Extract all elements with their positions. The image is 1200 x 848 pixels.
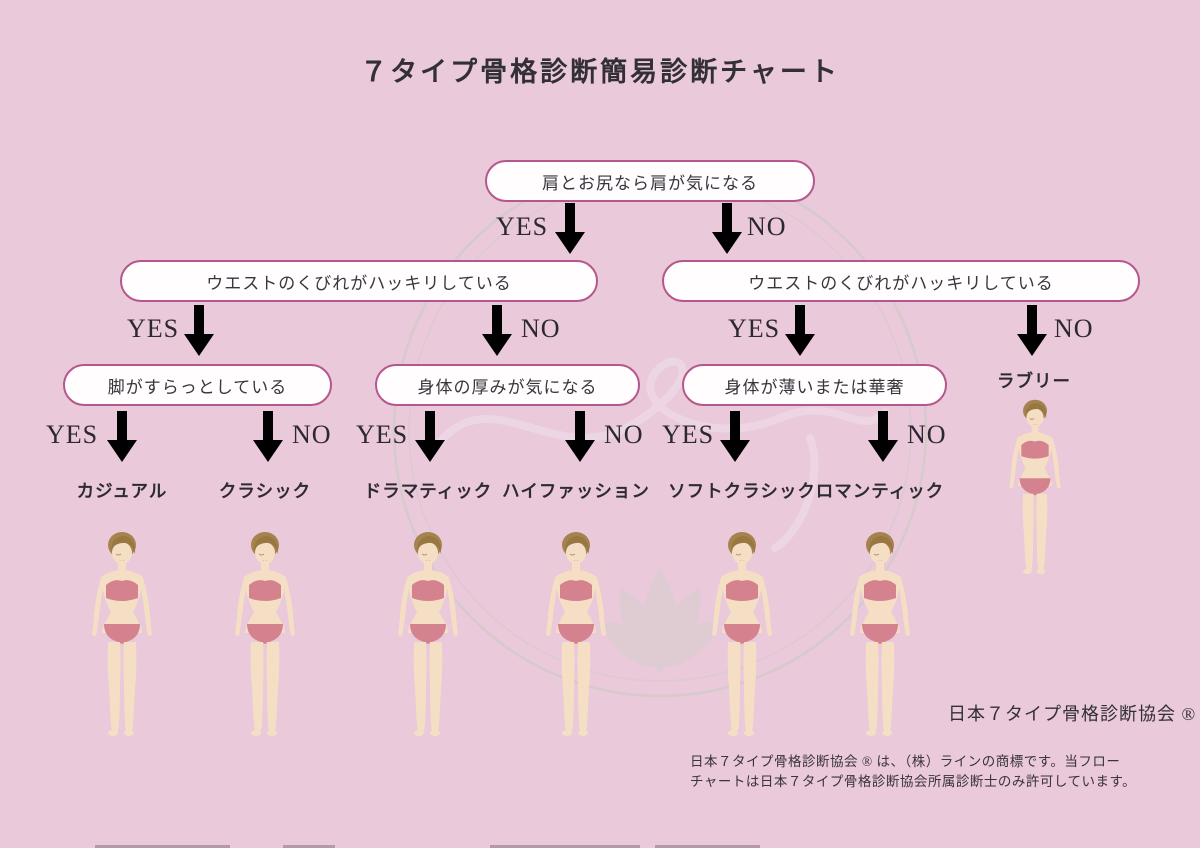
footnote-line-2: チャートは日本７タイプ骨格診断協会所属診断士のみ許可しています。 [690,773,1137,789]
body-figure-romantic [825,528,935,738]
question-box-q3-right: 身体が薄いまたは華奢 [682,364,947,406]
bottom-edge-mark [95,845,230,848]
question-box-q2-left: ウエストのくびれがハッキリしている [120,260,598,302]
trademark-footnote: 日本７タイプ骨格診断協会 ® は、（株）ラインの商標です。当フロー チャートは日… [690,752,1180,791]
association-credit: 日本７タイプ骨格診断協会 ® [948,704,1197,724]
no-label: NO [1054,314,1094,343]
question-box-q1: 肩とお尻なら肩が気になる [485,160,815,202]
body-figure-dramatic [373,528,483,738]
no-arrow-icon [1014,304,1050,358]
yes-label: YES [728,314,781,343]
question-box-q2-right: ウエストのくびれがハッキリしている [662,260,1140,302]
question-q3-middle-text: 身体の厚みが気になる [417,377,598,397]
question-q2-left-text: ウエストのくびれがハッキリしている [206,273,512,293]
question-q3-right-text: 身体が薄いまたは華奢 [724,377,905,397]
yes-arrow-icon [717,410,753,464]
question-q1-text: 肩とお尻なら肩が気になる [542,173,758,193]
no-arrow-icon [865,410,901,464]
yes-arrow-icon [552,202,588,256]
no-arrow-icon [709,202,745,256]
yes-arrow-icon [104,410,140,464]
yes-label: YES [662,420,715,449]
result-label-high-fashion: ハイファッション [502,481,650,501]
bottom-edge-mark [283,845,335,848]
yes-label: YES [46,420,99,449]
yes-label: YES [356,420,409,449]
no-label: NO [747,212,787,241]
result-label-soft-classic: ソフトクラシック [668,481,816,501]
no-label: NO [521,314,561,343]
body-figure-classic [210,528,320,738]
result-label-dramatic: ドラマティック [363,481,493,501]
result-label-classic: クラシック [218,481,312,501]
no-label: NO [907,420,947,449]
question-q2-right-text: ウエストのくびれがハッキリしている [748,273,1054,293]
body-figure-casual [67,528,177,738]
no-label: NO [292,420,332,449]
no-arrow-icon [562,410,598,464]
body-figure-lovely [988,396,1082,576]
no-label: NO [604,420,644,449]
bottom-edge-mark [655,845,760,848]
yes-label: YES [127,314,180,343]
result-label-romantic: ロマンティック [815,481,945,501]
result-label-lovely: ラブリー [997,371,1071,391]
no-arrow-icon [250,410,286,464]
yes-arrow-icon [412,410,448,464]
yes-arrow-icon [782,304,818,358]
body-figure-soft-classic [687,528,797,738]
question-q3-left-text: 脚がすらっとしている [107,377,288,397]
question-box-q3-middle: 身体の厚みが気になる [375,364,640,406]
yes-arrow-icon [181,304,217,358]
result-label-casual: カジュアル [76,481,168,501]
yes-label: YES [496,212,549,241]
body-figure-high-fashion [521,528,631,738]
footnote-line-1: 日本７タイプ骨格診断協会 ® は、（株）ラインの商標です。当フロー [690,754,1121,769]
question-box-q3-left: 脚がすらっとしている [63,364,332,406]
bottom-edge-mark [490,845,640,848]
page-title: ７タイプ骨格診断簡易診断チャート [360,57,840,87]
no-arrow-icon [479,304,515,358]
